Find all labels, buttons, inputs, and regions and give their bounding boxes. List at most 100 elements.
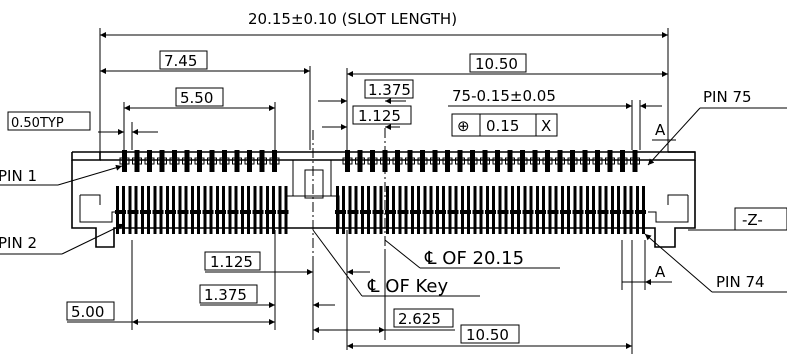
top-pin-contact	[405, 157, 415, 165]
top-pin-contact	[542, 157, 553, 165]
datum-a-top-label: A	[655, 121, 666, 139]
dim-1-375-top-label: 1.375	[368, 81, 411, 99]
bottom-pin-bar	[360, 210, 371, 214]
bottom-pin-bar	[227, 210, 239, 214]
bottom-pin-bar	[460, 210, 471, 214]
bottom-pin-bar	[152, 210, 164, 214]
pitch-label: 0.50TYP	[11, 116, 64, 131]
bottom-pin-bar	[265, 210, 276, 214]
top-pin-contact	[417, 157, 428, 165]
pin75-pos-label: 75-0.15±0.05	[452, 87, 556, 105]
top-pin-contact	[169, 157, 180, 165]
dim-7-45: 7.45	[100, 50, 311, 150]
top-pin	[432, 150, 438, 172]
pin1-label: PIN 1	[0, 167, 37, 185]
top-pin-contact	[605, 157, 615, 165]
top-pin	[172, 150, 177, 172]
top-pin-contact	[455, 157, 465, 165]
top-pin	[234, 150, 240, 172]
top-pin-contact	[442, 157, 453, 165]
dim-1-125-bottom-label: 1.125	[210, 253, 253, 271]
pin75-label: PIN 75	[703, 88, 752, 106]
datum-z: -Z-	[688, 207, 787, 231]
top-pin-contact	[367, 157, 378, 165]
bottom-pin-bar	[622, 210, 634, 214]
dim-5-00: 5.00	[66, 240, 275, 330]
top-pin-contact	[219, 157, 230, 165]
dim-1-375-bottom: 1.375	[199, 284, 335, 308]
dim-1-125-top-label: 1.125	[358, 107, 401, 125]
datum-z-label: -Z-	[742, 211, 763, 229]
slot-centerline-label: ℄ OF 20.15	[424, 248, 524, 269]
bottom-pin-bar	[597, 210, 609, 214]
tolerance-symbol: ⊕	[457, 117, 470, 135]
top-pin	[557, 150, 563, 172]
top-pin	[495, 150, 500, 172]
top-pin	[420, 150, 425, 172]
bottom-pin-bar	[240, 210, 251, 214]
top-pin-contact	[467, 157, 478, 165]
bottom-pin-bar	[547, 210, 559, 214]
top-pin	[620, 150, 625, 172]
bottom-pin-bar	[422, 210, 434, 214]
bottom-pin-bar	[585, 210, 596, 214]
bottom-pin-bar	[277, 210, 289, 214]
pin2-callout: PIN 2	[0, 223, 125, 255]
dim-2-625: 2.625	[312, 250, 455, 340]
top-pin-row	[119, 150, 640, 172]
bottom-pin-bar	[115, 210, 126, 214]
top-pin	[370, 150, 375, 172]
pin74-callout: PIN 74	[644, 233, 787, 293]
top-pin	[209, 150, 215, 172]
top-pin	[582, 150, 588, 172]
bottom-pin-bar	[510, 210, 521, 214]
dim-5-50-label: 5.50	[180, 89, 213, 107]
top-pin	[222, 150, 227, 172]
bottom-pin-bar	[610, 210, 621, 214]
bottom-pin-bar	[435, 210, 446, 214]
bottom-pin-bar	[127, 210, 139, 214]
bottom-pin-bar	[410, 210, 421, 214]
top-pin	[345, 150, 350, 172]
top-pin-contact	[517, 157, 528, 165]
top-pin-contact	[630, 157, 640, 165]
key-centerline-label: ℄ OF Key	[367, 276, 449, 297]
top-pin-contact	[492, 157, 503, 165]
top-pin	[532, 150, 538, 172]
bottom-pin-bar	[347, 210, 359, 214]
top-pin-contact	[555, 157, 565, 165]
top-pin-contact	[617, 157, 628, 165]
dim-1-125-bottom: 1.125	[204, 230, 370, 350]
bottom-pin-bar	[485, 210, 496, 214]
top-pin-contact	[194, 157, 205, 165]
dim-1-125-top: 1.125	[322, 105, 412, 130]
bottom-pin-bar	[385, 210, 396, 214]
top-pin	[272, 150, 277, 172]
top-pin-contact	[207, 157, 217, 165]
top-pin	[259, 150, 265, 172]
top-pin-contact	[430, 157, 440, 165]
top-pin-contact	[392, 157, 403, 165]
tolerance-datum: X	[541, 117, 551, 135]
bottom-pin-bar	[190, 210, 201, 214]
top-pin	[545, 150, 550, 172]
bottom-pin-bar	[140, 210, 151, 214]
bottom-pin-bar	[535, 210, 546, 214]
dim-1-375-top: 1.375	[318, 79, 414, 104]
position-tolerance-frame: ⊕ 0.15 X	[451, 113, 558, 137]
bottom-pin-bar	[335, 210, 346, 214]
tolerance-value: 0.15	[486, 117, 519, 135]
bottom-pin-bar	[447, 210, 459, 214]
top-pin	[247, 150, 252, 172]
top-pin-contact	[157, 157, 167, 165]
bottom-pin-bar	[572, 210, 584, 214]
top-pin	[159, 150, 165, 172]
dim-pitch: 0.50TYP	[7, 111, 158, 150]
bottom-pin-bar	[522, 210, 534, 214]
top-pin	[520, 150, 525, 172]
top-pin-contact	[144, 157, 155, 165]
bottom-pin-bar	[397, 210, 409, 214]
bottom-pin-bar	[497, 210, 509, 214]
bottom-pin-bar	[252, 210, 264, 214]
